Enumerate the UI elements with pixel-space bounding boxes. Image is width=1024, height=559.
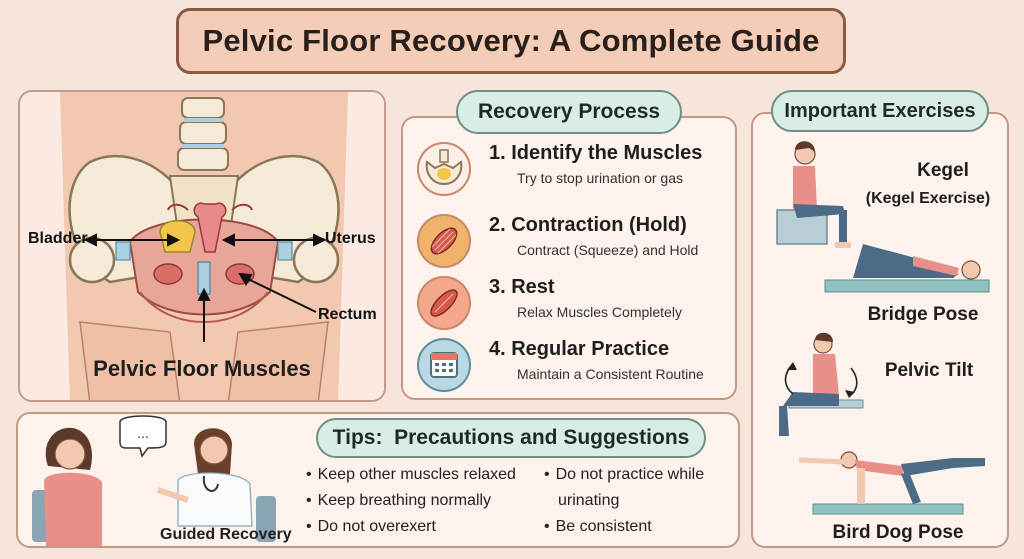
recovery-process-heading: Recovery Process [456, 90, 682, 134]
exercise-pelvic-tilt-name: Pelvic Tilt [884, 360, 974, 381]
pelvis-illustration [20, 92, 384, 400]
uterus-label: Uterus [325, 230, 376, 247]
tip-item-continuation: urinating [558, 492, 620, 509]
step-desc: Maintain a Consistent Routine [517, 366, 704, 382]
step-rest: 3. Rest Relax Muscles Completely [417, 276, 737, 332]
step-title: 3. Rest [489, 276, 555, 298]
tip-item: Be consistent [544, 518, 652, 536]
step-title: 4. Regular Practice [489, 338, 670, 360]
rectum-label: Rectum [318, 306, 377, 323]
speech-bubble-dots: ... [137, 425, 149, 441]
page-title: Pelvic Floor Recovery: A Complete Guide [202, 23, 820, 58]
bladder-label: Bladder [28, 230, 88, 247]
step-contraction: 2. Contraction (Hold) Contract (Squeeze)… [417, 214, 737, 270]
tips-heading: Tips: Precautions and Suggestions [316, 418, 706, 458]
step-title: 2. Contraction (Hold) [489, 214, 687, 236]
anatomy-caption: Pelvic Floor Muscles [93, 356, 311, 381]
exercise-kegel-sub: (Kegel Exercise) [865, 190, 991, 207]
consultation-illustration: ... [32, 415, 276, 546]
exercise-bridge-name: Bridge Pose [867, 304, 979, 325]
step-identify: 1. Identify the Muscles Try to stop urin… [417, 142, 737, 198]
exercise-bird-dog-name: Bird Dog Pose [832, 522, 964, 543]
exercises-heading: Important Exercises [771, 90, 989, 132]
tip-item: Keep breathing normally [306, 492, 491, 510]
calendar-icon [417, 338, 471, 392]
tip-item: Do not practice while [544, 466, 705, 484]
step-practice: 4. Regular Practice Maintain a Consisten… [417, 338, 737, 394]
pelvis-icon [417, 142, 471, 196]
exercises-panel: Kegel (Kegel Exercise) Bridge Pose Pelvi… [751, 112, 1009, 548]
step-title: 1. Identify the Muscles [489, 142, 703, 164]
tip-item: Keep other muscles relaxed [306, 466, 516, 484]
kegel-figure [776, 141, 990, 515]
step-desc: Relax Muscles Completely [517, 304, 682, 320]
step-desc: Try to stop urination or gas [517, 170, 684, 186]
tip-item: Do not overexert [306, 518, 436, 536]
anatomy-panel: Bladder Uterus Rectum Pelvic Floor Muscl… [18, 90, 386, 402]
step-desc: Contract (Squeeze) and Hold [517, 242, 699, 258]
muscle-relax-icon [417, 276, 471, 330]
title-banner: Pelvic Floor Recovery: A Complete Guide [176, 8, 846, 74]
exercise-kegel-name: Kegel [917, 160, 969, 181]
muscle-contract-icon [417, 214, 471, 268]
tips-caption: Guided Recovery [160, 526, 292, 543]
recovery-process-panel: 1. Identify the Muscles Try to stop urin… [401, 116, 737, 400]
